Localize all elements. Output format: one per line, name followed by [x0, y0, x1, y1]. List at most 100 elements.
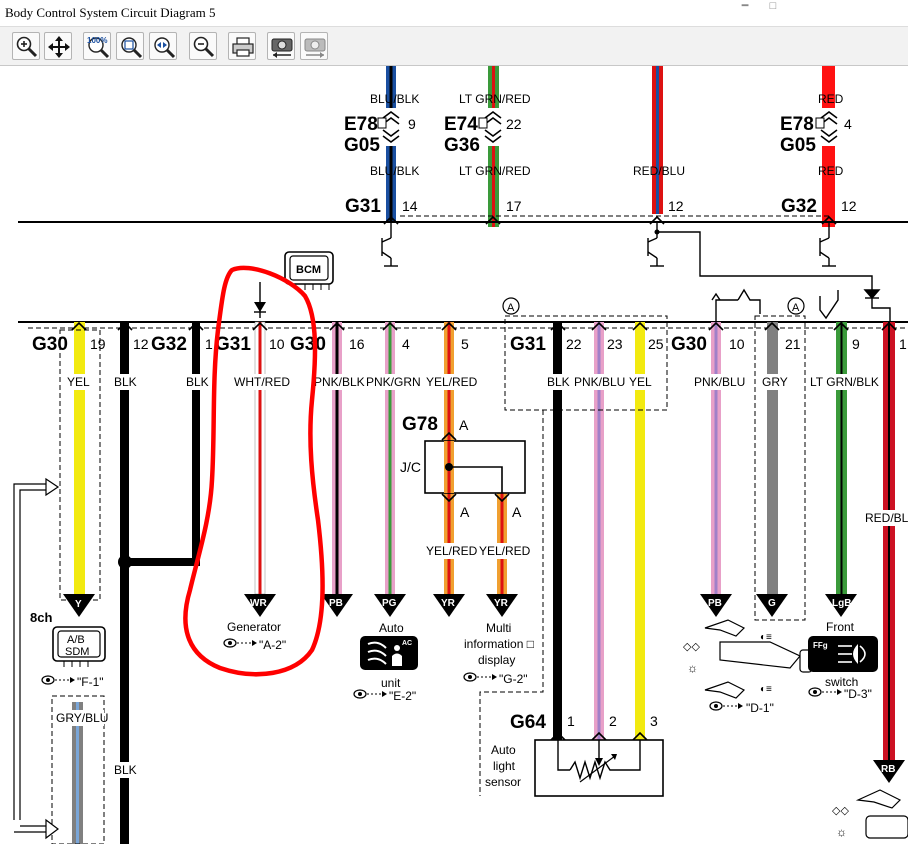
auto-light-sensor	[534, 739, 664, 797]
combination-switch-icon: ◇◇ ☼ ◐≡ ◐≡	[683, 619, 813, 699]
eye-icon-2	[223, 638, 257, 648]
maximize-button[interactable]: □	[769, 0, 777, 12]
g64-pin-2: 2	[609, 713, 617, 729]
ref-e2: "E-2"	[389, 689, 416, 703]
headlight-icon-2: ◐≡	[760, 684, 772, 695]
previous-diagram-button[interactable]	[267, 32, 295, 60]
eye-icon-3	[353, 689, 387, 699]
zoom-out-button[interactable]	[189, 32, 217, 60]
connector-g05-right: G05	[780, 135, 816, 156]
wire-red-blu-top	[652, 66, 663, 214]
label-pnk-blu: PNK/BLU	[574, 375, 625, 389]
label-blu-blk-a: BLU/BLK	[370, 92, 419, 106]
label-blk-c: BLK	[547, 375, 570, 389]
multi-label-3: display	[478, 653, 515, 667]
wire-yel-19	[74, 322, 85, 597]
jc-pin-a2: A	[512, 504, 522, 520]
zoom-in-button[interactable]	[12, 32, 40, 60]
terminal-lgb: LgB	[832, 598, 851, 609]
circle-a1: A	[507, 302, 515, 314]
connector-e78-right: E78	[780, 114, 814, 135]
combination-switch-icon-2: ◇◇ ☼	[832, 789, 908, 839]
connector-e78: E78	[344, 114, 378, 135]
pan-button[interactable]	[44, 32, 72, 60]
wire-yel-25	[635, 322, 645, 740]
ref-a2: "A-2"	[259, 638, 286, 652]
pin-16: 16	[349, 336, 365, 352]
ac-unit-icon: AC	[360, 636, 418, 670]
pin-9: 9	[408, 116, 416, 132]
label-blk-b: BLK	[186, 375, 209, 389]
g64-pin-3: 3	[650, 713, 658, 729]
pin-25: 25	[648, 336, 664, 352]
sun-icon: ☼	[687, 661, 698, 675]
jc-pin-a1: A	[460, 504, 470, 520]
next-diagram-button[interactable]	[300, 32, 328, 60]
front-fog-switch-icon: FFg	[808, 636, 878, 672]
zoom-window-button[interactable]	[149, 32, 177, 60]
label-wht-red: WHT/RED	[234, 375, 290, 389]
label-ltgrn-red-a: LT GRN/RED	[459, 92, 531, 106]
connector-g31-mid: G31	[215, 334, 251, 355]
label-red-a: RED	[818, 92, 844, 106]
connector-g31-right: G31	[510, 334, 546, 355]
auto-light-label-3: sensor	[485, 775, 521, 789]
dim-light-icon-2: ◇◇	[832, 805, 849, 817]
multi-label-2: information □	[464, 637, 534, 651]
label-8ch: 8ch	[30, 610, 52, 625]
terminal-pg: PG	[382, 598, 397, 609]
wire-ltgrn-blk-9	[836, 322, 847, 594]
window-title: Body Control System Circuit Diagram 5	[5, 5, 216, 20]
label-yel-red: YEL/RED	[426, 375, 478, 389]
pin-10b: 10	[729, 336, 745, 352]
transistor-1	[381, 222, 398, 267]
print-button[interactable]	[228, 32, 256, 60]
connector-g32-mid: G32	[151, 334, 187, 355]
red-annotation-circle	[183, 265, 325, 677]
headlight-icon-1: ◐≡	[760, 632, 772, 643]
label-ltgrn-blk: LT GRN/BLK	[810, 375, 879, 389]
g78-pin-a: A	[459, 417, 469, 433]
terminal-wr: WR	[250, 598, 267, 609]
bcm-module: BCM	[284, 251, 334, 290]
title-bar: Body Control System Circuit Diagram 5 ━ …	[0, 0, 908, 27]
bcm-label: BCM	[296, 264, 321, 276]
pan-arrows-icon	[48, 36, 70, 58]
zoom-fit-icon	[121, 37, 143, 59]
ref-g2: "G-2"	[499, 672, 528, 686]
label-ltgrn-red-b: LT GRN/RED	[459, 164, 531, 178]
auto-unit-label: unit	[381, 676, 401, 690]
label-gry: GRY	[762, 375, 788, 389]
zoom-in-icon	[16, 36, 38, 58]
transistor-2	[647, 222, 873, 290]
wire-blk-1	[118, 322, 200, 569]
auto-label: Auto	[379, 621, 404, 635]
wire-blk-22	[553, 322, 562, 740]
label-red-blu: RED/BLU	[633, 164, 685, 178]
front-switch-label: switch	[825, 675, 858, 689]
wire-pnk-blu-23	[594, 322, 604, 740]
wire-gry-21	[767, 322, 778, 594]
camera-forward-icon	[304, 38, 326, 58]
minimize-button[interactable]: ━	[741, 0, 749, 12]
terminal-y: Y	[75, 599, 82, 610]
auto-light-label-2: light	[493, 759, 516, 773]
zoom-fit-button[interactable]	[116, 32, 144, 60]
ffg-label: FFg	[813, 641, 828, 650]
connector-g78: G78	[402, 414, 438, 435]
eye-icon-5	[709, 701, 743, 711]
camera-back-icon	[271, 38, 293, 58]
eye-icon-6	[808, 687, 842, 697]
auto-light-label-1: Auto	[491, 743, 516, 757]
terminal-arrows	[63, 594, 905, 783]
label-yel-red-b: YEL/RED	[426, 544, 478, 558]
wire-pnk-grn	[385, 322, 395, 594]
sun-icon-2: ☼	[836, 825, 847, 839]
label-red-blk: RED/BLK	[865, 511, 908, 525]
pin-10a: 10	[269, 336, 285, 352]
pin-17: 17	[506, 198, 522, 214]
pin-1a: 1	[205, 336, 213, 352]
actual-size-button[interactable]: 100%	[83, 32, 111, 60]
terminal-rb: RB	[881, 764, 895, 775]
circuit-diagram-canvas: BLU/BLK LT GRN/RED RED E78 G05 9 E74 G36…	[13, 66, 908, 845]
